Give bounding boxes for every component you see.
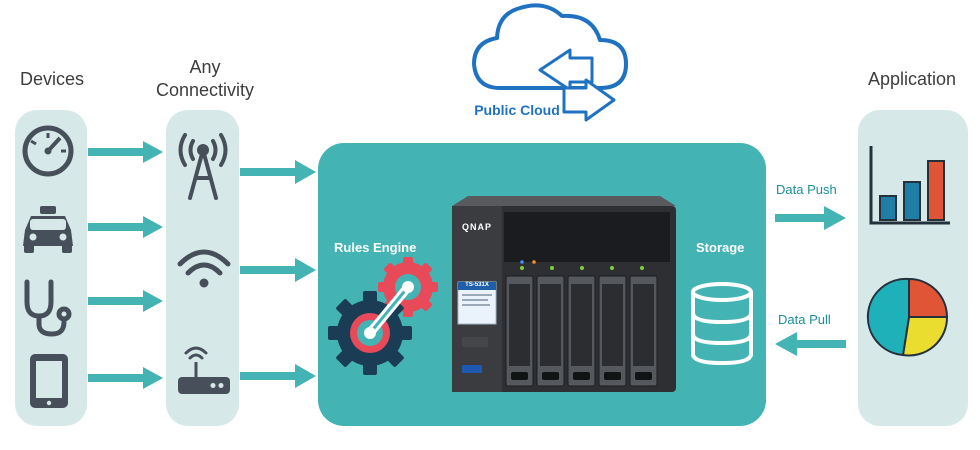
storage-database-icon xyxy=(691,282,753,366)
data-push-arrow xyxy=(775,206,846,230)
car-icon xyxy=(23,206,73,253)
data-push-label: Data Push xyxy=(776,182,837,197)
arrow-device-3 xyxy=(88,290,163,312)
arrow-device-2 xyxy=(88,216,163,238)
devices-title: Devices xyxy=(19,69,85,89)
rules-engine-label: Rules Engine xyxy=(334,240,417,255)
data-pull-arrow xyxy=(775,332,846,356)
arrow-device-1 xyxy=(88,141,163,163)
public-cloud-label: Public Cloud xyxy=(474,102,560,118)
nas-device-icon xyxy=(452,196,676,392)
wifi-icon xyxy=(177,249,231,288)
nas-brand-label: QNAP xyxy=(461,222,492,232)
device-arrows xyxy=(88,141,163,389)
public-cloud-icon xyxy=(472,3,628,90)
arrow-conn-3 xyxy=(240,364,316,388)
speedometer-icon xyxy=(22,125,74,177)
router-icon xyxy=(178,346,230,394)
connectivity-title-line2: Connectivity xyxy=(155,80,255,100)
application-title: Application xyxy=(867,69,957,89)
data-pull-label: Data Pull xyxy=(778,312,831,327)
storage-label: Storage xyxy=(696,240,745,255)
bar-chart-icon xyxy=(869,146,950,225)
connectivity-panel xyxy=(166,110,239,426)
nas-model-label: TS-531X xyxy=(465,282,489,288)
rules-engine-gears-icon xyxy=(328,257,438,375)
stethoscope-icon xyxy=(24,279,72,337)
arrow-device-4 xyxy=(88,367,163,389)
connectivity-title-line1: Any xyxy=(189,57,221,77)
pie-chart-icon xyxy=(866,277,949,357)
sync-arrows-icon xyxy=(538,48,616,122)
arrow-conn-1 xyxy=(240,160,316,184)
connectivity-arrows xyxy=(240,160,316,388)
antenna-tower-icon xyxy=(178,133,228,200)
tablet-icon xyxy=(30,354,68,408)
arrow-conn-2 xyxy=(240,258,316,282)
application-panel xyxy=(858,110,968,426)
